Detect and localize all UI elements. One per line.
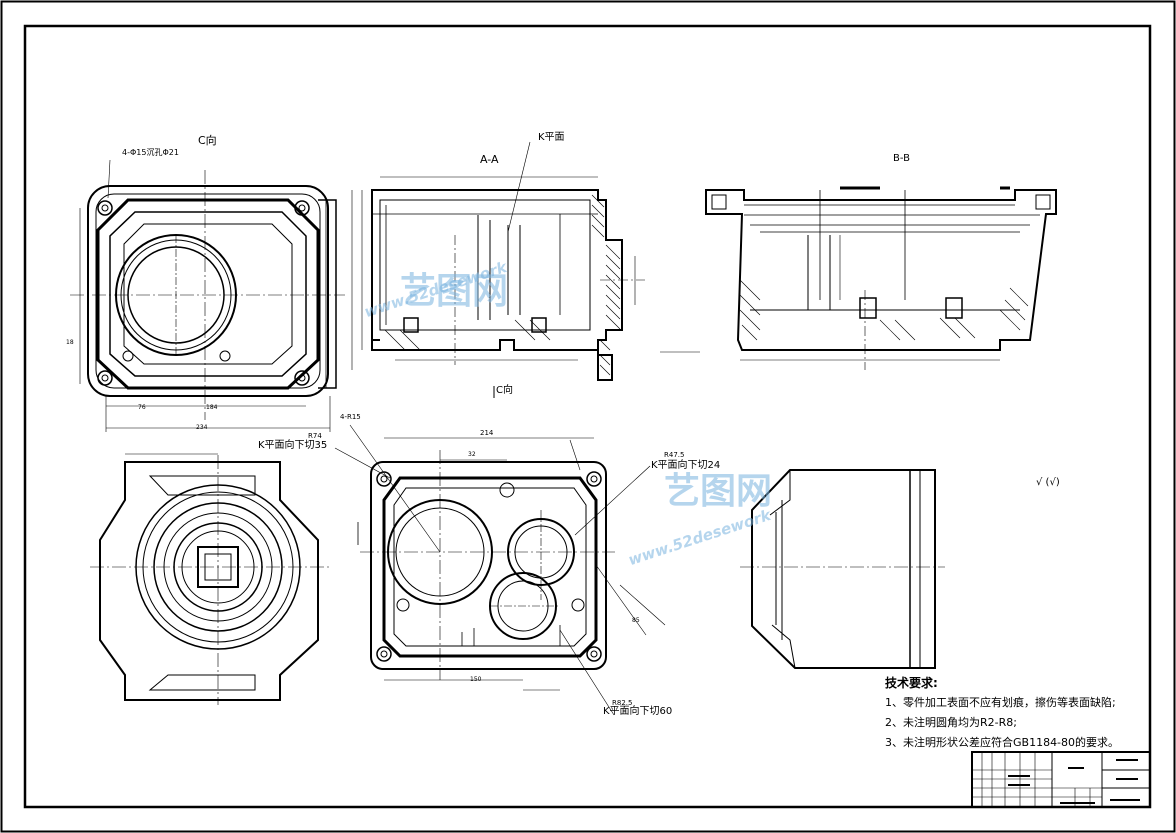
- c-view-top-left: [70, 159, 345, 432]
- dim-18: 18: [66, 339, 74, 346]
- r15-callout: 4-R15: [340, 413, 361, 421]
- holes-callout: 4-Φ15沉孔Φ21: [122, 148, 179, 157]
- technical-requirements: 技术要求: 1、零件加工表面不应有划痕，擦伤等表面缺陷; 2、未注明圆角均为R2…: [885, 673, 1119, 753]
- bb-section-view: [705, 186, 1057, 370]
- dim-214: 214: [480, 429, 494, 437]
- tech-note-3: 3、未注明形状公差应符合GB1184-80的要求。: [885, 736, 1120, 749]
- dim-234: 234: [196, 424, 208, 431]
- aa-section-label: A-A: [480, 153, 499, 166]
- plan-view-bottom-center: [334, 424, 666, 716]
- k-plane-label: K平面: [538, 132, 565, 143]
- dim-32: 32: [468, 451, 476, 458]
- dim-76: 76: [138, 404, 146, 411]
- c-view-label: C向: [198, 134, 217, 147]
- title-block: [971, 751, 1151, 808]
- r74-callout: R74: [308, 432, 322, 440]
- surface-finish-symbol: √ (√): [1036, 477, 1060, 488]
- tech-note-1: 1、零件加工表面不应有划痕，擦伤等表面缺陷;: [885, 696, 1116, 709]
- watermark-logo-1: 艺图网: [400, 271, 509, 312]
- dim-150: 150: [470, 676, 482, 683]
- c-direction-label: C向: [496, 385, 513, 396]
- r47-5-callout: R47.5: [664, 451, 685, 459]
- dim-85: 85: [632, 617, 640, 624]
- side-view-bottom-right: [740, 469, 945, 669]
- end-view-bottom-left: [90, 453, 330, 705]
- tech-note-2: 2、未注明圆角均为R2-R8;: [885, 716, 1017, 729]
- inner-frame: [23, 24, 1152, 809]
- aa-section-view: [351, 141, 700, 398]
- bb-section-label: B-B: [893, 153, 910, 164]
- dim-184: 184: [206, 404, 218, 411]
- watermark-logo-2: 艺图网: [664, 471, 773, 512]
- tech-notes-title: 技术要求:: [885, 676, 938, 690]
- r82-5-callout: R82.5: [612, 699, 633, 707]
- k-down-35-callout: K平面向下切35: [258, 440, 328, 451]
- k-down-60-callout: K平面向下切60: [603, 706, 673, 717]
- k-down-24-callout: K平面向下切24: [651, 460, 721, 471]
